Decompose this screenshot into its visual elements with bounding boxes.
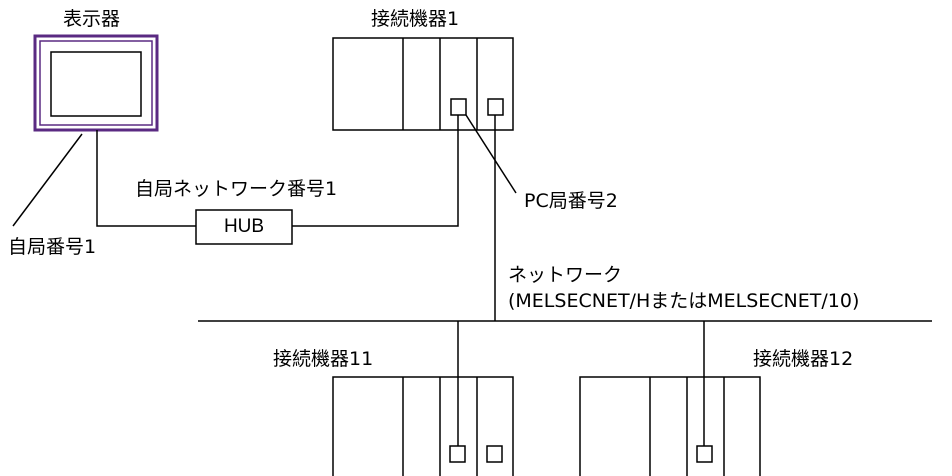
rack12-port <box>696 445 713 463</box>
device11-label: 接続機器11 <box>273 348 374 370</box>
display-screen <box>50 51 142 117</box>
rack1-port-a <box>450 98 467 116</box>
own-station-pointer <box>12 133 83 227</box>
plc-rack-device12 <box>579 376 761 476</box>
hub-to-device1-cable <box>292 115 459 227</box>
display-inner-frame <box>39 40 153 126</box>
rack11-port-b <box>486 445 503 463</box>
own-network-label: 自局ネットワーク番号1 <box>135 178 338 200</box>
pc-station-label: PC局番号2 <box>524 190 618 212</box>
plc-rack-device11 <box>332 376 514 476</box>
own-station-label: 自局番号1 <box>8 236 97 258</box>
rack11-outline <box>332 376 514 476</box>
network-label: ネットワーク <box>508 264 623 286</box>
rack12-outline <box>579 376 761 476</box>
plc-rack-device1 <box>332 37 514 131</box>
display-device <box>33 34 159 132</box>
display-label: 表示器 <box>63 8 121 30</box>
device12-label: 接続機器12 <box>753 348 854 370</box>
display-to-hub-cable <box>96 130 196 227</box>
device1-label: 接続機器1 <box>371 8 460 30</box>
rack1-port-b <box>487 98 504 116</box>
pc-station-pointer <box>465 114 517 194</box>
display-outer-frame <box>33 34 159 132</box>
connection-lines <box>12 114 932 446</box>
hub-box-outline <box>195 209 293 245</box>
network-type-label: (MELSECNET/HまたはMELSECNET/10) <box>508 290 860 312</box>
hub-label: HUB <box>223 216 265 237</box>
rack1-outline <box>332 37 514 131</box>
rack11-port-a <box>449 445 466 463</box>
